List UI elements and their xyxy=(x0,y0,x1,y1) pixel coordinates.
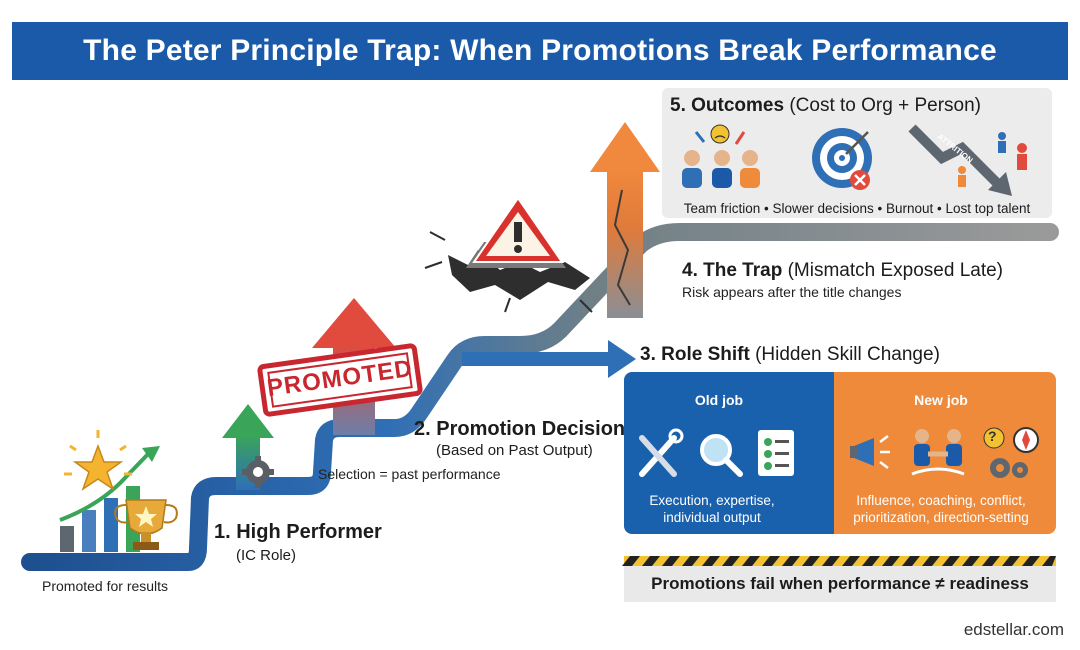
new-job-text-2: prioritization, direction-setting xyxy=(853,510,1029,525)
step-5-sub: (Cost to Org + Person) xyxy=(789,95,981,116)
step-4-label: 4. The Trap xyxy=(682,260,783,281)
question-icon xyxy=(983,427,1005,449)
promoted-for-results-note: Promoted for results xyxy=(42,578,169,594)
outcomes-icons xyxy=(682,124,1027,196)
old-job-text-2: individual output xyxy=(663,510,761,525)
step-1-sub: (IC Role) xyxy=(236,547,297,564)
page-title: The Peter Principle Trap: When Promotion… xyxy=(12,22,1068,80)
hazard-stripe xyxy=(622,556,1056,566)
decline-arrow-icon xyxy=(908,124,1027,196)
checklist-icon xyxy=(758,430,794,476)
step-2-label: 2. Promotion Decision xyxy=(414,418,626,440)
handshake-icon xyxy=(911,429,965,476)
old-job-title: Old job xyxy=(694,392,744,408)
step-2-sub: (Based on Past Output) xyxy=(436,442,593,459)
readiness-banner-text: Promotions fail when performance ≠ readi… xyxy=(651,574,1029,593)
compass-icon xyxy=(1013,427,1039,453)
new-job-icons xyxy=(850,427,1039,478)
old-job-text-1: Execution, expertise, xyxy=(649,493,775,508)
step-4-sub: (Mismatch Exposed Late) xyxy=(787,260,1004,281)
gears-icon xyxy=(990,458,1028,478)
target-miss-icon xyxy=(812,128,872,190)
new-job-text-1: Influence, coaching, conflict, xyxy=(856,493,1026,508)
orange-up-arrow xyxy=(590,122,660,318)
gear-icon xyxy=(242,456,274,488)
readiness-banner xyxy=(624,566,1056,602)
job-divider-chevron xyxy=(800,372,834,534)
step-5-label: 5. Outcomes xyxy=(670,95,785,116)
step-5-note: Team friction • Slower decisions • Burno… xyxy=(683,201,1031,216)
magnifier-icon xyxy=(700,434,743,477)
step-3-sub: (Hidden Skill Change) xyxy=(755,344,940,365)
tools-icon xyxy=(639,428,684,477)
old-job-icons xyxy=(639,428,794,477)
megaphone-icon xyxy=(850,435,890,469)
warning-icon xyxy=(424,196,593,313)
selection-note: Selection = past performance xyxy=(318,466,501,482)
role-shift-arrow xyxy=(462,340,636,378)
step-5-heading: 5. Outcomes (Cost to Org + Person) xyxy=(670,95,981,117)
trophy-icon xyxy=(114,499,178,550)
step-4-heading: 4. The Trap (Mismatch Exposed Late) xyxy=(682,260,1003,282)
step-1-label: 1. High Performer xyxy=(214,521,382,543)
footer-brand: edstellar.com xyxy=(963,620,1064,639)
new-job-title: New job xyxy=(914,392,968,408)
step-3-label: 3. Role Shift xyxy=(640,344,750,365)
step-3-heading: 3. Role Shift (Hidden Skill Change) xyxy=(640,344,940,366)
team-friction-icon xyxy=(682,124,760,188)
step-4-note: Risk appears after the title changes xyxy=(682,284,902,300)
promoted-stamp xyxy=(257,343,423,417)
question-mark-glyph: ? xyxy=(988,428,997,444)
star-icon xyxy=(64,430,132,491)
